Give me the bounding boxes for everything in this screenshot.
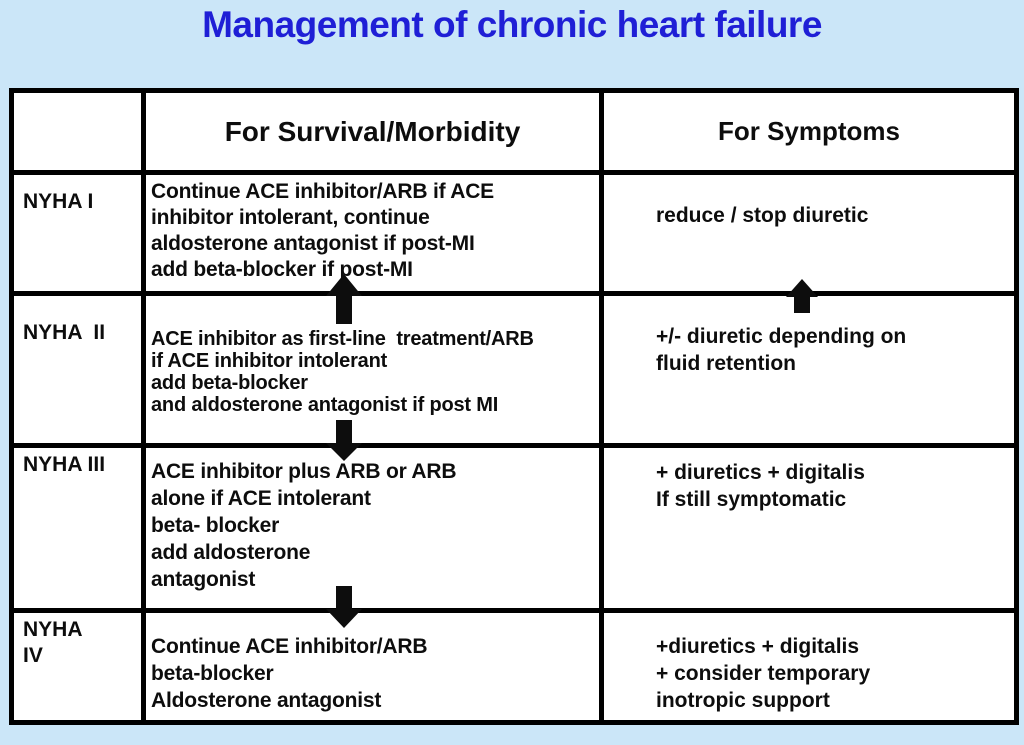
text-line: reduce / stop diuretic [656, 204, 869, 227]
header-symptoms: For Symptoms [604, 93, 1014, 175]
text-line: inhibitor intolerant, continue [151, 206, 430, 229]
text-line: beta-blocker [151, 662, 274, 685]
cell-nyha-iii-symptoms: + diuretics + digitalis If still symptom… [604, 448, 1014, 613]
row-label-nyha-ii: NYHA II [14, 296, 146, 448]
text-line: If still symptomatic [656, 488, 847, 511]
text-line: Aldosterone antagonist [151, 689, 382, 712]
cell-nyha-iii-survival: ACE inhibitor plus ARB or ARB alone if A… [146, 448, 604, 613]
cell-nyha-i-survival: Continue ACE inhibitor/ARB if ACE inhibi… [146, 175, 604, 296]
header-survival-morbidity: For Survival/Morbidity [146, 93, 604, 175]
text-line: beta- blocker [151, 514, 280, 537]
cell-nyha-i-symptoms: reduce / stop diuretic [604, 175, 1014, 296]
header-empty-cell [14, 93, 146, 175]
text-line: +diuretics + digitalis [656, 635, 860, 658]
text-line: alone if ACE intolerant [151, 487, 371, 510]
row-label-nyha-iv: NYHA IV [14, 613, 146, 720]
cell-nyha-iv-survival: Continue ACE inhibitor/ARB beta-blocker … [146, 613, 604, 720]
text-line: add aldosterone [151, 541, 311, 564]
row-label-text: NYHA [23, 618, 83, 641]
text-line: +/- diuretic depending on [656, 325, 907, 348]
text-line: + consider temporary [656, 662, 871, 685]
header-symptoms-label: For Symptoms [717, 116, 901, 146]
row-label-text: NYHA II [23, 321, 106, 344]
text-line: fluid retention [656, 352, 796, 375]
row-label-nyha-i: NYHA I [14, 175, 146, 296]
text-line: if ACE inhibitor intolerant [151, 350, 388, 372]
text-line: aldosterone antagonist if post-MI [151, 232, 475, 255]
row-label-nyha-iii: NYHA III [14, 448, 146, 613]
text-line: antagonist [151, 568, 256, 591]
text-line: and aldosterone antagonist if post MI [151, 394, 499, 416]
nyha-table: For Survival/Morbidity For Symptoms NYHA… [9, 88, 1019, 725]
row-label-text: NYHA I [23, 190, 94, 213]
cell-nyha-ii-symptoms: +/- diuretic depending on fluid retentio… [604, 296, 1014, 448]
row-label-text: NYHA III [23, 453, 106, 476]
text-line: inotropic support [656, 689, 830, 712]
text-line: ACE inhibitor as first-line treatment/AR… [151, 328, 534, 350]
text-line: Continue ACE inhibitor/ARB if ACE [151, 180, 494, 203]
slide-title: Management of chronic heart failure [202, 4, 822, 45]
header-survival-label: For Survival/Morbidity [224, 115, 521, 147]
cell-nyha-iv-symptoms: +diuretics + digitalis + consider tempor… [604, 613, 1014, 720]
text-line: add beta-blocker [151, 372, 308, 394]
text-line: add beta-blocker if post-MI [151, 258, 413, 281]
row-label-text: IV [23, 644, 43, 667]
text-line: + diuretics + digitalis [656, 461, 865, 484]
text-line: Continue ACE inhibitor/ARB [151, 635, 428, 658]
text-line: ACE inhibitor plus ARB or ARB [151, 460, 457, 483]
cell-nyha-ii-survival: ACE inhibitor as first-line treatment/AR… [146, 296, 604, 448]
